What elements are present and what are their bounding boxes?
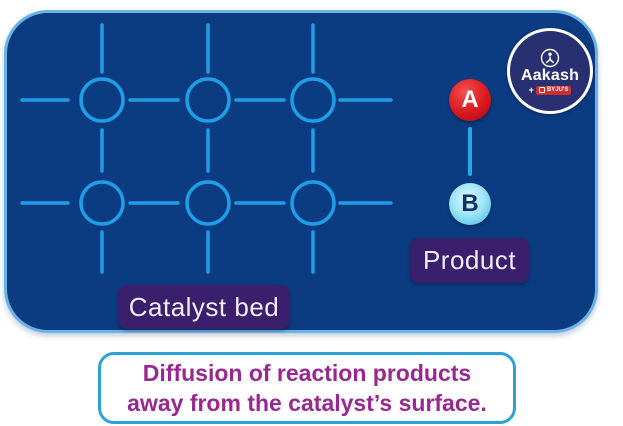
- molecule-b-label: B: [461, 190, 479, 217]
- logo-sub-row: + BYJU'S: [528, 84, 572, 95]
- molecule-a-label: A: [461, 86, 479, 113]
- logo-plus-sign: +: [528, 84, 534, 95]
- reaction-panel: Aakash + BYJU'S A B Product Catalyst bed: [4, 10, 598, 333]
- caption-line-2: away from the catalyst’s surface.: [127, 390, 487, 416]
- molecule-b: B: [449, 183, 491, 225]
- logo-brand-text: Aakash: [520, 66, 580, 84]
- molecule-a: A: [449, 79, 491, 121]
- aakash-person-icon: [540, 48, 560, 67]
- catalyst-lattice: [20, 23, 393, 274]
- a-b-bond-line: [468, 127, 472, 176]
- caption-line-1: Diffusion of reaction products: [142, 360, 472, 386]
- product-label-box: Product: [410, 238, 529, 283]
- catalyst-bed-label-box: Catalyst bed: [118, 285, 290, 329]
- byjus-logo-mark: [538, 87, 545, 93]
- byjus-badge: BYJU'S: [535, 85, 572, 95]
- byjus-badge-text: BYJU'S: [546, 86, 569, 93]
- aakash-byjus-logo: Aakash + BYJU'S: [507, 28, 593, 114]
- caption-box: Diffusion of reaction products away from…: [98, 352, 516, 424]
